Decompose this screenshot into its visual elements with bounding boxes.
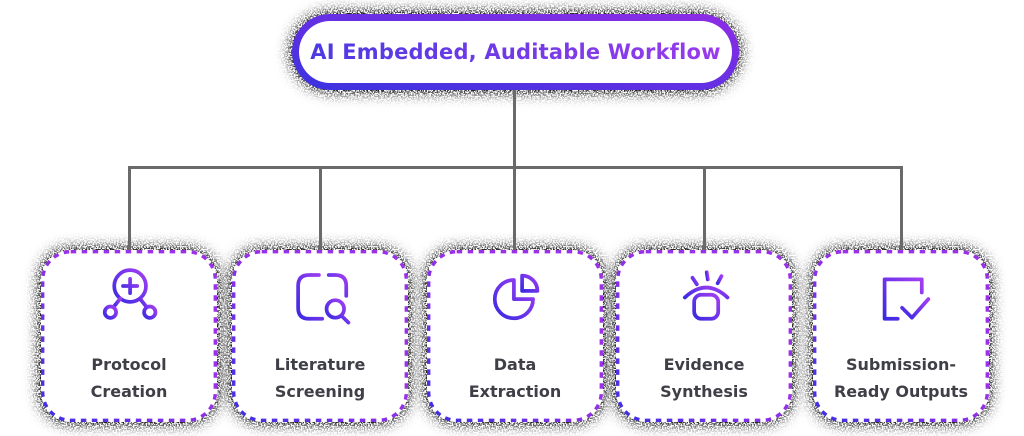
document-search-icon xyxy=(296,273,351,325)
card-label-line1: Protocol xyxy=(91,355,167,374)
card-label-line2: Synthesis xyxy=(660,382,748,401)
card-label-line1: Data xyxy=(493,355,537,374)
card-label: Evidence Synthesis xyxy=(616,351,792,405)
connector-drop-4 xyxy=(702,166,706,251)
card-label-line1: Submission- xyxy=(845,355,957,374)
connector-drop-5 xyxy=(899,166,903,251)
card-label-line2: Ready Outputs xyxy=(833,382,969,401)
card-submission-ready-outputs: Submission- Ready Outputs xyxy=(813,250,989,422)
connector-title-stem xyxy=(512,90,516,251)
workflow-title: AI Embedded, Auditable Workflow xyxy=(310,40,721,64)
card-label-line1: Evidence xyxy=(663,355,745,374)
card-label-line2: Creation xyxy=(90,382,168,401)
card-label: Protocol Creation xyxy=(41,351,217,405)
shining-box-icon xyxy=(683,270,730,321)
pie-chart-icon xyxy=(492,273,540,321)
network-plus-icon xyxy=(102,268,158,320)
card-protocol-creation: Protocol Creation xyxy=(41,250,217,422)
connector-drop-2 xyxy=(318,166,322,251)
card-evidence-synthesis: Evidence Synthesis xyxy=(616,250,792,422)
card-label-line1: Literature xyxy=(274,355,366,374)
card-label-line2: Screening xyxy=(274,382,366,401)
card-label: Literature Screening xyxy=(232,351,408,405)
connector-drop-1 xyxy=(127,166,131,251)
workflow-title-pill: AI Embedded, Auditable Workflow xyxy=(292,14,739,90)
card-data-extraction: Data Extraction xyxy=(427,250,603,422)
checked-square-icon xyxy=(882,277,931,321)
card-label-line2: Extraction xyxy=(468,382,562,401)
card-literature-screening: Literature Screening xyxy=(232,250,408,422)
card-label: Data Extraction xyxy=(427,351,603,405)
card-label: Submission- Ready Outputs xyxy=(813,351,989,405)
